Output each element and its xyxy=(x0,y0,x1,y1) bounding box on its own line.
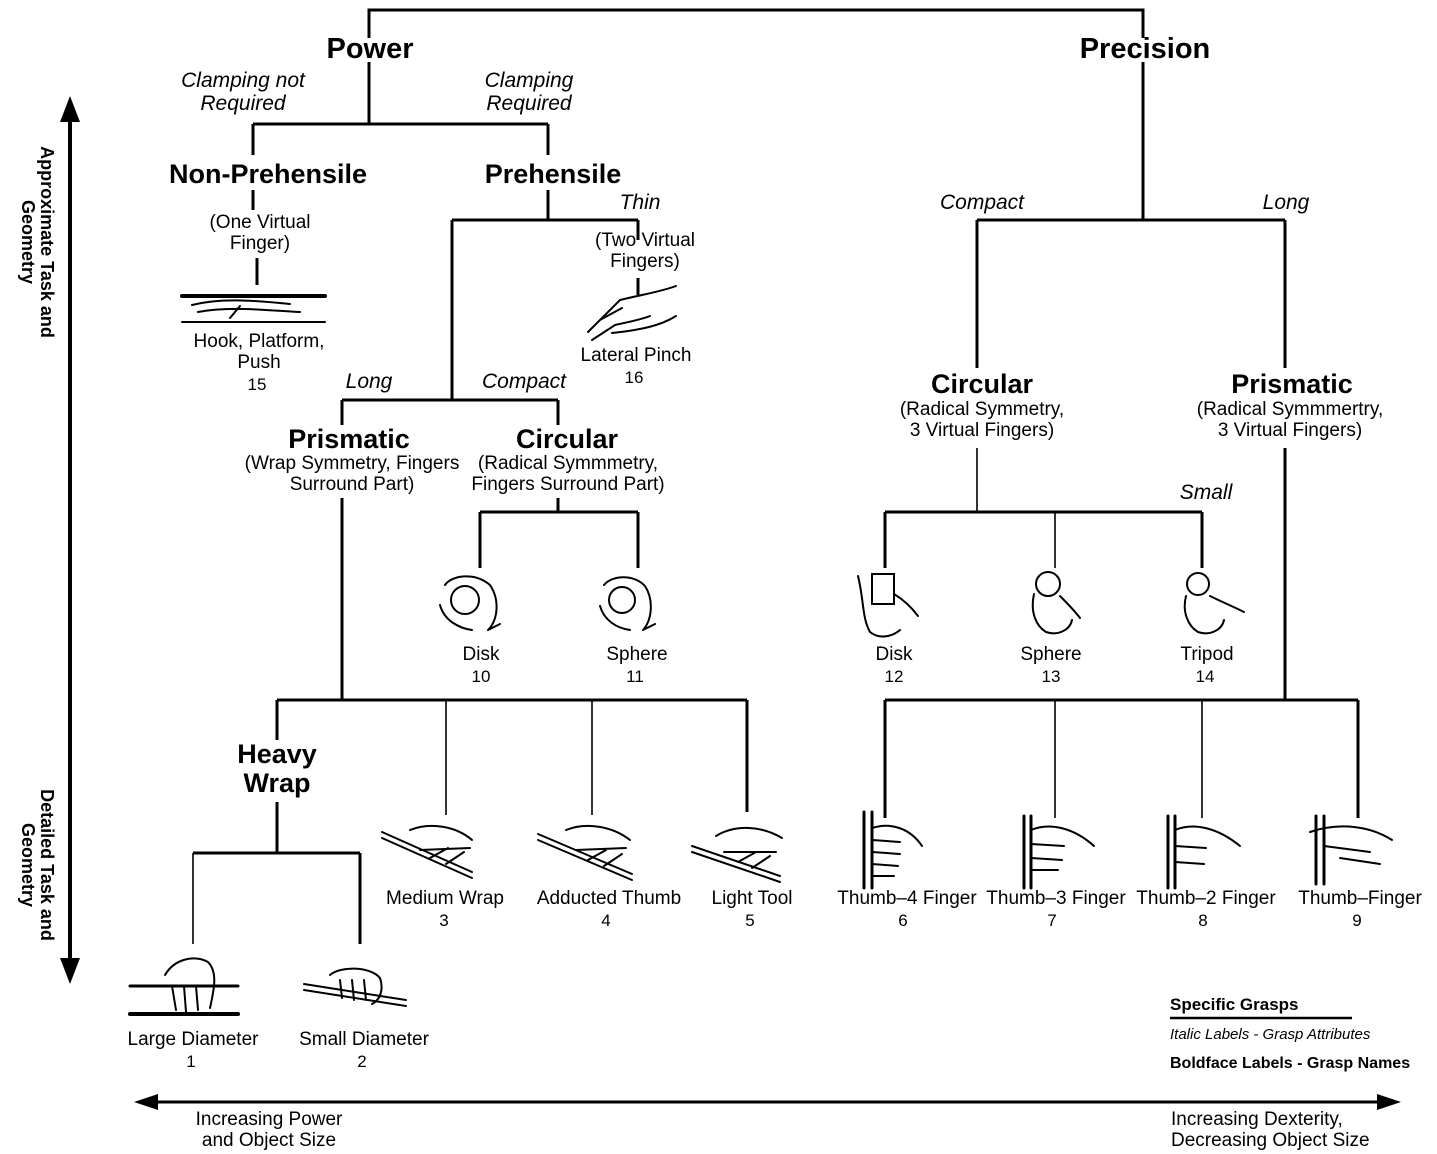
grasp-number: 5 xyxy=(745,911,755,930)
power-prismatic-label: Prismatic xyxy=(288,424,410,454)
grasp-number: 6 xyxy=(898,911,908,930)
small-label: Small xyxy=(1179,481,1233,504)
grasp-label: Disk xyxy=(462,644,500,665)
compact-power-label: Compact xyxy=(481,370,567,393)
pinch-hand-icon xyxy=(587,285,677,341)
thumb-3-finger-icon xyxy=(1022,814,1095,890)
non-prehensile-desc: (One Virtual Finger) xyxy=(209,212,311,254)
grasp-number: 7 xyxy=(1047,911,1057,930)
grasp-number: 11 xyxy=(626,667,644,686)
long-power-label: Long xyxy=(345,370,393,393)
sphere-precision-icon xyxy=(1031,571,1081,635)
large-wrap-icon xyxy=(128,957,240,1016)
grasp-number: 8 xyxy=(1198,911,1208,930)
small-wrap-icon xyxy=(303,967,407,1007)
power-prismatic-desc: (Wrap Symmetry, Fingers Surround Part) xyxy=(244,453,460,495)
grasp-number: 16 xyxy=(624,368,644,387)
tripod-icon xyxy=(1183,572,1245,635)
sphere-grip-icon xyxy=(599,576,656,631)
grasp-label: Large Diameter xyxy=(127,1029,259,1050)
grasp-label: Medium Wrap xyxy=(386,888,504,909)
thumb-2-finger-icon xyxy=(1166,814,1241,890)
grasp-label: Thumb–4 Finger xyxy=(837,888,977,909)
disk-precision-icon xyxy=(857,573,919,638)
grasp-label: Lateral Pinch xyxy=(580,345,692,366)
grasp-label: Thumb–Finger xyxy=(1298,888,1422,909)
vertical-axis-top-label: Approximate Task and Geometry xyxy=(18,146,57,338)
grasp-label: Sphere xyxy=(1020,644,1082,665)
grasp-number: 12 xyxy=(884,667,904,686)
legend-title: Specific Grasps xyxy=(1170,995,1299,1014)
precision-prismatic-label: Prismatic xyxy=(1231,369,1353,399)
grasp-label: Disk xyxy=(875,644,913,665)
heavy-wrap-label: Heavy Wrap xyxy=(237,739,317,799)
grasp-label: Thumb–3 Finger xyxy=(986,888,1126,909)
horizontal-axis-right-label: Increasing Dexterity, Decreasing Object … xyxy=(1171,1109,1370,1151)
precision-circular-desc: (Radical Symmetry, 3 Virtual Fingers) xyxy=(899,399,1065,441)
power-label: Power xyxy=(326,33,414,65)
light-tool-icon xyxy=(691,826,783,883)
grasp-number: 9 xyxy=(1352,911,1362,930)
grasp-label: Tripod xyxy=(1180,644,1234,665)
adducted-thumb-icon xyxy=(537,824,633,881)
prehensile-label: Prehensile xyxy=(484,159,622,189)
grasp-label: Hook, Platform, Push xyxy=(193,331,325,373)
grasp-number: 15 xyxy=(247,375,267,394)
grasp-label: Adducted Thumb xyxy=(536,888,682,909)
legend-italic-line: Italic Labels - Grasp Attributes xyxy=(1170,1026,1371,1043)
horizontal-axis-left-label: Increasing Power and Object Size xyxy=(195,1109,343,1151)
medium-wrap-icon xyxy=(381,824,473,879)
legend-bold-line: Boldface Labels - Grasp Names xyxy=(1170,1055,1411,1072)
non-prehensile-label: Non-Prehensile xyxy=(168,159,368,189)
grasp-number: 4 xyxy=(601,911,611,930)
power-circular-label: Circular xyxy=(515,424,619,454)
clamping-required-label: Clamping Required xyxy=(484,69,574,115)
grasp-number: 3 xyxy=(439,911,449,930)
flat-hand-icon xyxy=(180,294,327,323)
precision-prismatic-desc: (Radical Symmmertry, 3 Virtual Fingers) xyxy=(1196,399,1384,441)
grasp-number: 14 xyxy=(1195,667,1215,686)
long-precision-label: Long xyxy=(1262,191,1310,214)
prehensile-desc: (Two Virtual Fingers) xyxy=(595,230,695,272)
grasp-number: 2 xyxy=(357,1052,367,1071)
grasp-number: 1 xyxy=(186,1052,196,1071)
grasp-number: 10 xyxy=(471,667,491,686)
grasp-number: 13 xyxy=(1041,667,1061,686)
grasp-label: Small Diameter xyxy=(299,1029,429,1050)
precision-label: Precision xyxy=(1079,33,1211,65)
disk-grip-icon xyxy=(439,575,501,631)
grasp-label: Light Tool xyxy=(711,888,793,909)
grasp-label: Sphere xyxy=(606,644,668,665)
thin-label: Thin xyxy=(619,191,661,214)
thumb-finger-icon xyxy=(1309,814,1393,886)
clamping-not-required-label: Clamping not Required xyxy=(181,69,305,115)
vertical-axis-bottom-label: Detailed Task and Geometry xyxy=(18,789,57,941)
compact-precision-label: Compact xyxy=(939,191,1025,214)
thumb-4-finger-icon xyxy=(862,810,923,890)
power-circular-desc: (Radical Symmmetry, Fingers Surround Par… xyxy=(471,453,665,495)
grasp-label: Thumb–2 Finger xyxy=(1136,888,1276,909)
precision-circular-label: Circular xyxy=(930,369,1034,399)
